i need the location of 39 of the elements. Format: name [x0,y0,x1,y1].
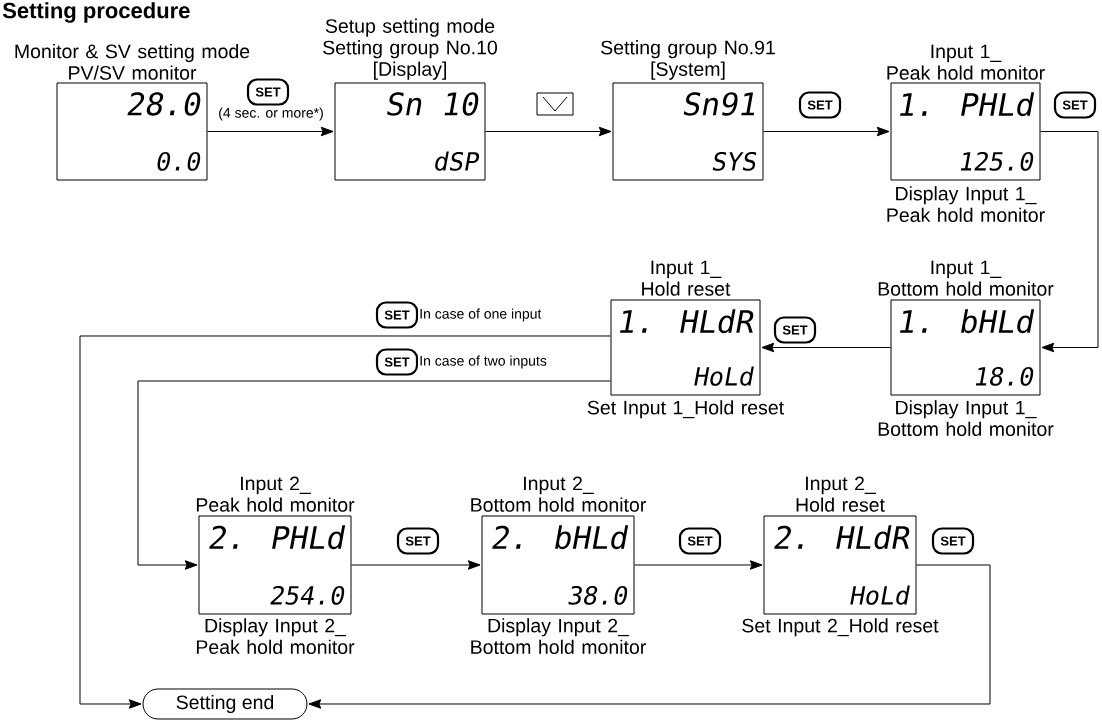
heading-text: Input 1_ Hold reset [642,260,731,296]
display-box: 2. bHLd 38.0 [481,515,635,615]
display-box: 1. PHLd 125.0 [890,82,1041,181]
heading-text: Input 2_ Hold reset [796,476,885,512]
arrow [351,560,481,570]
display-box: Sn 10 dSP [334,82,486,181]
arrow [1040,131,1099,353]
caption-text: Set Input 1_Hold reset [587,400,784,419]
heading-text: Setup setting mode Setting group No.10 [Display] [323,18,497,80]
caption-text: Display Input 2_ Peak hold monitor [196,618,355,654]
caption-text: Display Input 1_ Bottom hold monitor [878,400,1054,436]
edge-label: In case of one input [418,307,543,323]
edge-label: (4 sec. or more*) [217,106,325,122]
title: Setting procedure [2,2,190,23]
caption-text: Display Input 2_ Bottom hold monitor [471,618,646,654]
arrow [308,564,991,709]
arrow [207,126,334,137]
arrow [634,560,763,570]
arrow [763,126,890,137]
arrow [137,380,611,570]
display-box: 1. HLdR HoLd [610,299,761,396]
terminal-box: Setting end [142,688,308,720]
caption-text: Set Input 2_Hold reset [742,618,939,637]
display-box: 1. bHLd 18.0 [890,299,1041,396]
display-box: 2. HLdR HoLd [763,515,917,615]
display-box: 28.0 0.0 [56,82,208,181]
arrow [485,126,612,137]
heading-text: Input 1_ Bottom hold monitor [878,260,1054,296]
heading-text: Setting group No.91 [System] [601,40,775,80]
heading-text: Input 1_ Peak hold monitor [887,44,1045,80]
heading-text: Monitor & SV setting mode PV/SV monitor [15,44,250,80]
arrow [761,342,891,353]
edge-label: In case of two inputs [418,354,548,370]
arrow [79,335,611,709]
display-box: Sn91 SYS [612,82,764,181]
caption-text: Display Input 1_ Peak hold monitor [887,186,1045,222]
display-box: 2. PHLd 254.0 [198,515,352,615]
heading-text: Input 2_ Bottom hold monitor [471,476,646,512]
heading-text: Input 2_ Peak hold monitor [196,476,355,512]
